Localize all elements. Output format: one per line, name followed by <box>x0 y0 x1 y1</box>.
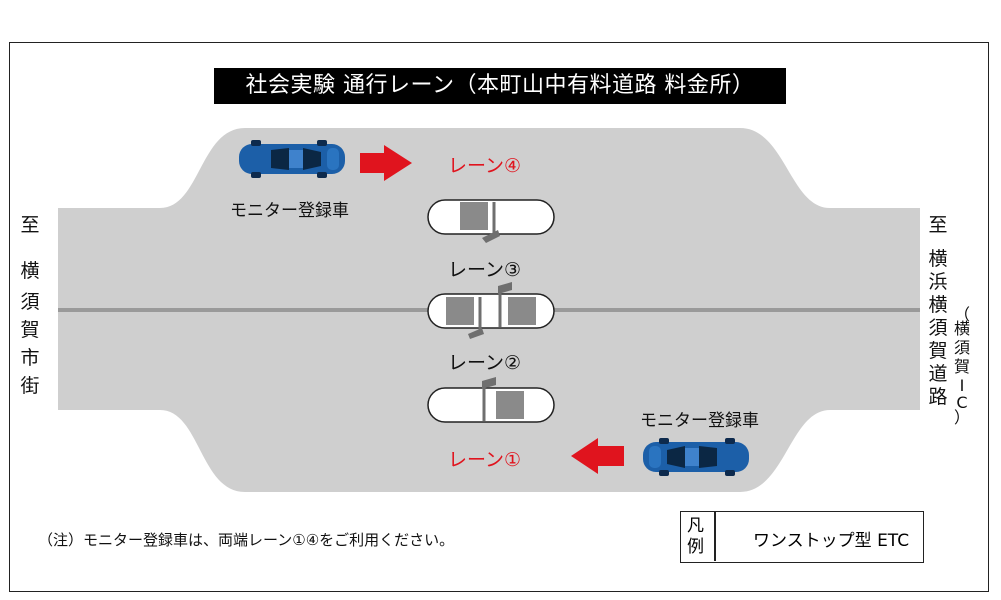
arrow-right-icon <box>360 145 412 181</box>
toll-island-1 <box>427 199 555 243</box>
left-dest-char: 至 <box>20 214 40 236</box>
legend-box: 凡 例 ワンストップ型 ETC <box>680 511 924 563</box>
arrow-left-icon <box>571 438 624 474</box>
right-dest-sub-char: C <box>956 393 968 412</box>
page-title: 社会実験 通行レーン（本町山中有料道路 料金所） <box>214 68 786 104</box>
right-dest-char: 横 <box>928 294 948 316</box>
right-dest-sub-char: 横 <box>953 319 970 338</box>
right-dest-char: 浜 <box>928 271 948 293</box>
usage-note: （注）モニター登録車は、両端レーン①④をご利用ください。 <box>38 531 455 549</box>
right-dest-sub-char: I <box>959 376 965 395</box>
left-dest-char: 横 <box>20 260 40 282</box>
right-dest-sub-char: 賀 <box>953 357 970 376</box>
left-dest-char: 須 <box>20 291 40 313</box>
lane-3-label: レーン③ <box>448 259 522 281</box>
left-dest-char: 賀 <box>20 319 40 341</box>
legend-label: ワンストップ型 ETC <box>753 531 910 551</box>
right-dest-sub-char: ） <box>953 408 970 427</box>
right-dest-char: 路 <box>928 386 948 408</box>
right-dest-char: 須 <box>928 317 948 339</box>
right-dest-sub-char: （ <box>953 305 970 324</box>
right-dest-char: 道 <box>928 363 948 385</box>
car-icon <box>239 140 345 178</box>
diagram-frame <box>9 42 989 592</box>
right-dest-char: 賀 <box>928 340 948 362</box>
right-dest-char: 横 <box>928 248 948 270</box>
lane-1-label: レーン① <box>448 449 522 471</box>
legend-title-char: 凡 <box>687 516 704 536</box>
monitor-vehicle-label: モニター登録車 <box>640 411 759 431</box>
left-dest-char: 市 <box>20 347 40 369</box>
car-icon <box>643 438 749 476</box>
toll-island-3 <box>427 377 555 423</box>
right-dest-char: 至 <box>928 214 948 236</box>
toll-island-2 <box>427 282 555 339</box>
monitor-vehicle-label: モニター登録車 <box>230 201 349 221</box>
lane-2-label: レーン② <box>448 352 522 374</box>
left-dest-char: 街 <box>20 375 40 397</box>
lane-4-label: レーン④ <box>448 155 522 177</box>
legend-divider <box>714 512 716 561</box>
legend-title: 凡 例 <box>687 516 709 558</box>
legend-title-char: 例 <box>687 537 704 557</box>
right-dest-sub-char: 須 <box>953 338 970 357</box>
